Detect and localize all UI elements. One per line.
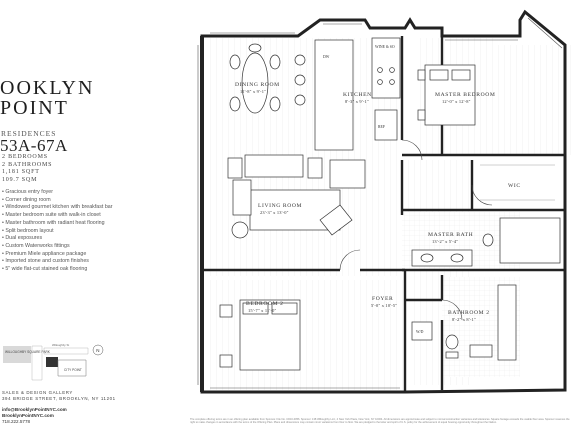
brand-logo: OOKLYN POINT — [0, 78, 94, 118]
bathroom-2-label: BATHROOM 2 — [448, 310, 490, 316]
residences-label: RESIDENCES — [1, 129, 57, 138]
dining-table — [229, 43, 281, 114]
spec-bedrooms: 2 BEDROOMS — [2, 154, 48, 160]
contact-email[interactable]: info@BrooklynPointNYC.com — [2, 407, 67, 412]
dining-room-label: DINING ROOM — [235, 82, 280, 88]
wine-fridge-label: WINE & SO — [375, 45, 395, 49]
north-arrow-icon — [92, 344, 104, 356]
feature-item: Custom Waterworks fittings — [2, 243, 113, 251]
wic-label: WIC — [508, 183, 521, 189]
master-bath-label: MASTER BATH — [428, 232, 473, 238]
master-bath-fixtures — [411, 217, 561, 267]
dining-room-dimension: 11'-8" x 9'-1" — [240, 89, 266, 94]
master-bath-dimension: 13'-2" x 5'-4" — [432, 239, 458, 244]
contact-website[interactable]: BrooklynPointNYC.com — [2, 413, 54, 418]
master-bed — [417, 64, 476, 126]
park-label: WILLOUGHBY SQUARE PARK — [5, 350, 51, 354]
living-room-dimension: 23'-3" x 13'-0" — [260, 210, 289, 215]
foyer-dimension: 5'-0" x 10'-5" — [371, 303, 397, 308]
feature-item: Windowed gourmet kitchen with breakfast … — [2, 204, 112, 212]
kitchen-dimension: 8'-3" x 9'-1" — [345, 99, 369, 104]
feature-item: Corner dining room — [2, 197, 113, 205]
contact-info: info@BrooklynPointNYC.com BrooklynPointN… — [2, 407, 67, 425]
floor-plan: DINING ROOM 11'-8" x 9'-1" DW WINE & SO … — [197, 9, 576, 394]
spec-sqft: 1,181 SQFT — [2, 169, 40, 176]
park-block — [3, 346, 31, 363]
kitchen-label: KITCHEN — [343, 92, 372, 98]
windows — [197, 17, 563, 389]
interior-walls — [202, 36, 565, 392]
sales-address: 394 BRIDGE STREET, BROOKLYN, NY 11201 — [2, 396, 116, 401]
sales-title: SALES & DESIGN GALLERY — [2, 390, 73, 395]
brand-line-2: POINT — [0, 97, 69, 119]
living-room-furniture — [227, 154, 366, 239]
street-label: Willoughby St — [52, 343, 69, 347]
feature-item: Gracious entry foyer — [2, 189, 113, 197]
washer-dryer — [411, 321, 433, 341]
feature-list: Gracious entry foyer Corner dining room … — [2, 189, 113, 274]
foyer-label: FOYER — [372, 296, 393, 302]
unit-title: 53A-67A — [0, 136, 68, 155]
feature-item: Imported stone and custom finishes — [2, 258, 113, 266]
feature-item: Master bathroom with radiant heat floori… — [2, 220, 113, 228]
kitchen-counters — [294, 37, 401, 151]
bedroom-2-bed — [219, 299, 301, 371]
brand-line-1: OOKLYN — [0, 77, 95, 99]
sales-gallery: SALES & DESIGN GALLERY 394 BRIDGE STREET… — [2, 390, 116, 402]
refrigerator-label: REF — [378, 125, 385, 129]
wic-shelving — [480, 164, 555, 201]
master-bedroom-dimension: 12'-0" x 12'-8" — [442, 99, 471, 104]
north-label: N — [96, 348, 99, 353]
unit-specs: 2 BEDROOMS 2 BATHROOMS 1,181 SQFT 109.7 … — [2, 154, 52, 184]
bedroom-2-label: BEDROOM 2 — [246, 301, 284, 307]
spec-bathrooms: 2 BATHROOMS — [2, 161, 53, 168]
master-bedroom-label: MASTER BEDROOM — [435, 92, 495, 98]
bathroom-2-dimension: 8'-2" x 8'-1" — [452, 317, 476, 322]
feature-item: Dual exposures — [2, 235, 113, 243]
washer-dryer-label: W/D — [416, 330, 424, 334]
city-point-label: CITY POINT — [64, 368, 82, 372]
legal-disclaimer: The complete offering terms are in an of… — [190, 418, 570, 425]
info-panel: OOKLYN POINT RESIDENCES 53A-67A 2 BEDROO… — [0, 0, 190, 432]
feature-item: Premium Miele appliance package — [2, 251, 113, 259]
building-marker — [46, 357, 58, 367]
bedroom-2-dimension: 15'-7" x 11'-0" — [248, 308, 277, 313]
feature-item: Split bedroom layout — [2, 228, 113, 236]
dishwasher-label: DW — [323, 55, 330, 59]
living-room-label: LIVING ROOM — [258, 203, 302, 209]
feature-item: 5" wide flat-cut stained oak flooring — [2, 266, 113, 274]
bathroom-2-fixtures — [445, 284, 517, 361]
exterior-walls — [200, 9, 567, 394]
location-key-map: WILLOUGHBY SQUARE PARK Willoughby St CIT… — [3, 343, 104, 381]
contact-phone: 718.222.5778 — [2, 419, 31, 424]
feature-item: Master bedroom suite with walk-in closet — [2, 212, 113, 220]
spec-sqm: 109.7 SQM — [2, 176, 38, 183]
